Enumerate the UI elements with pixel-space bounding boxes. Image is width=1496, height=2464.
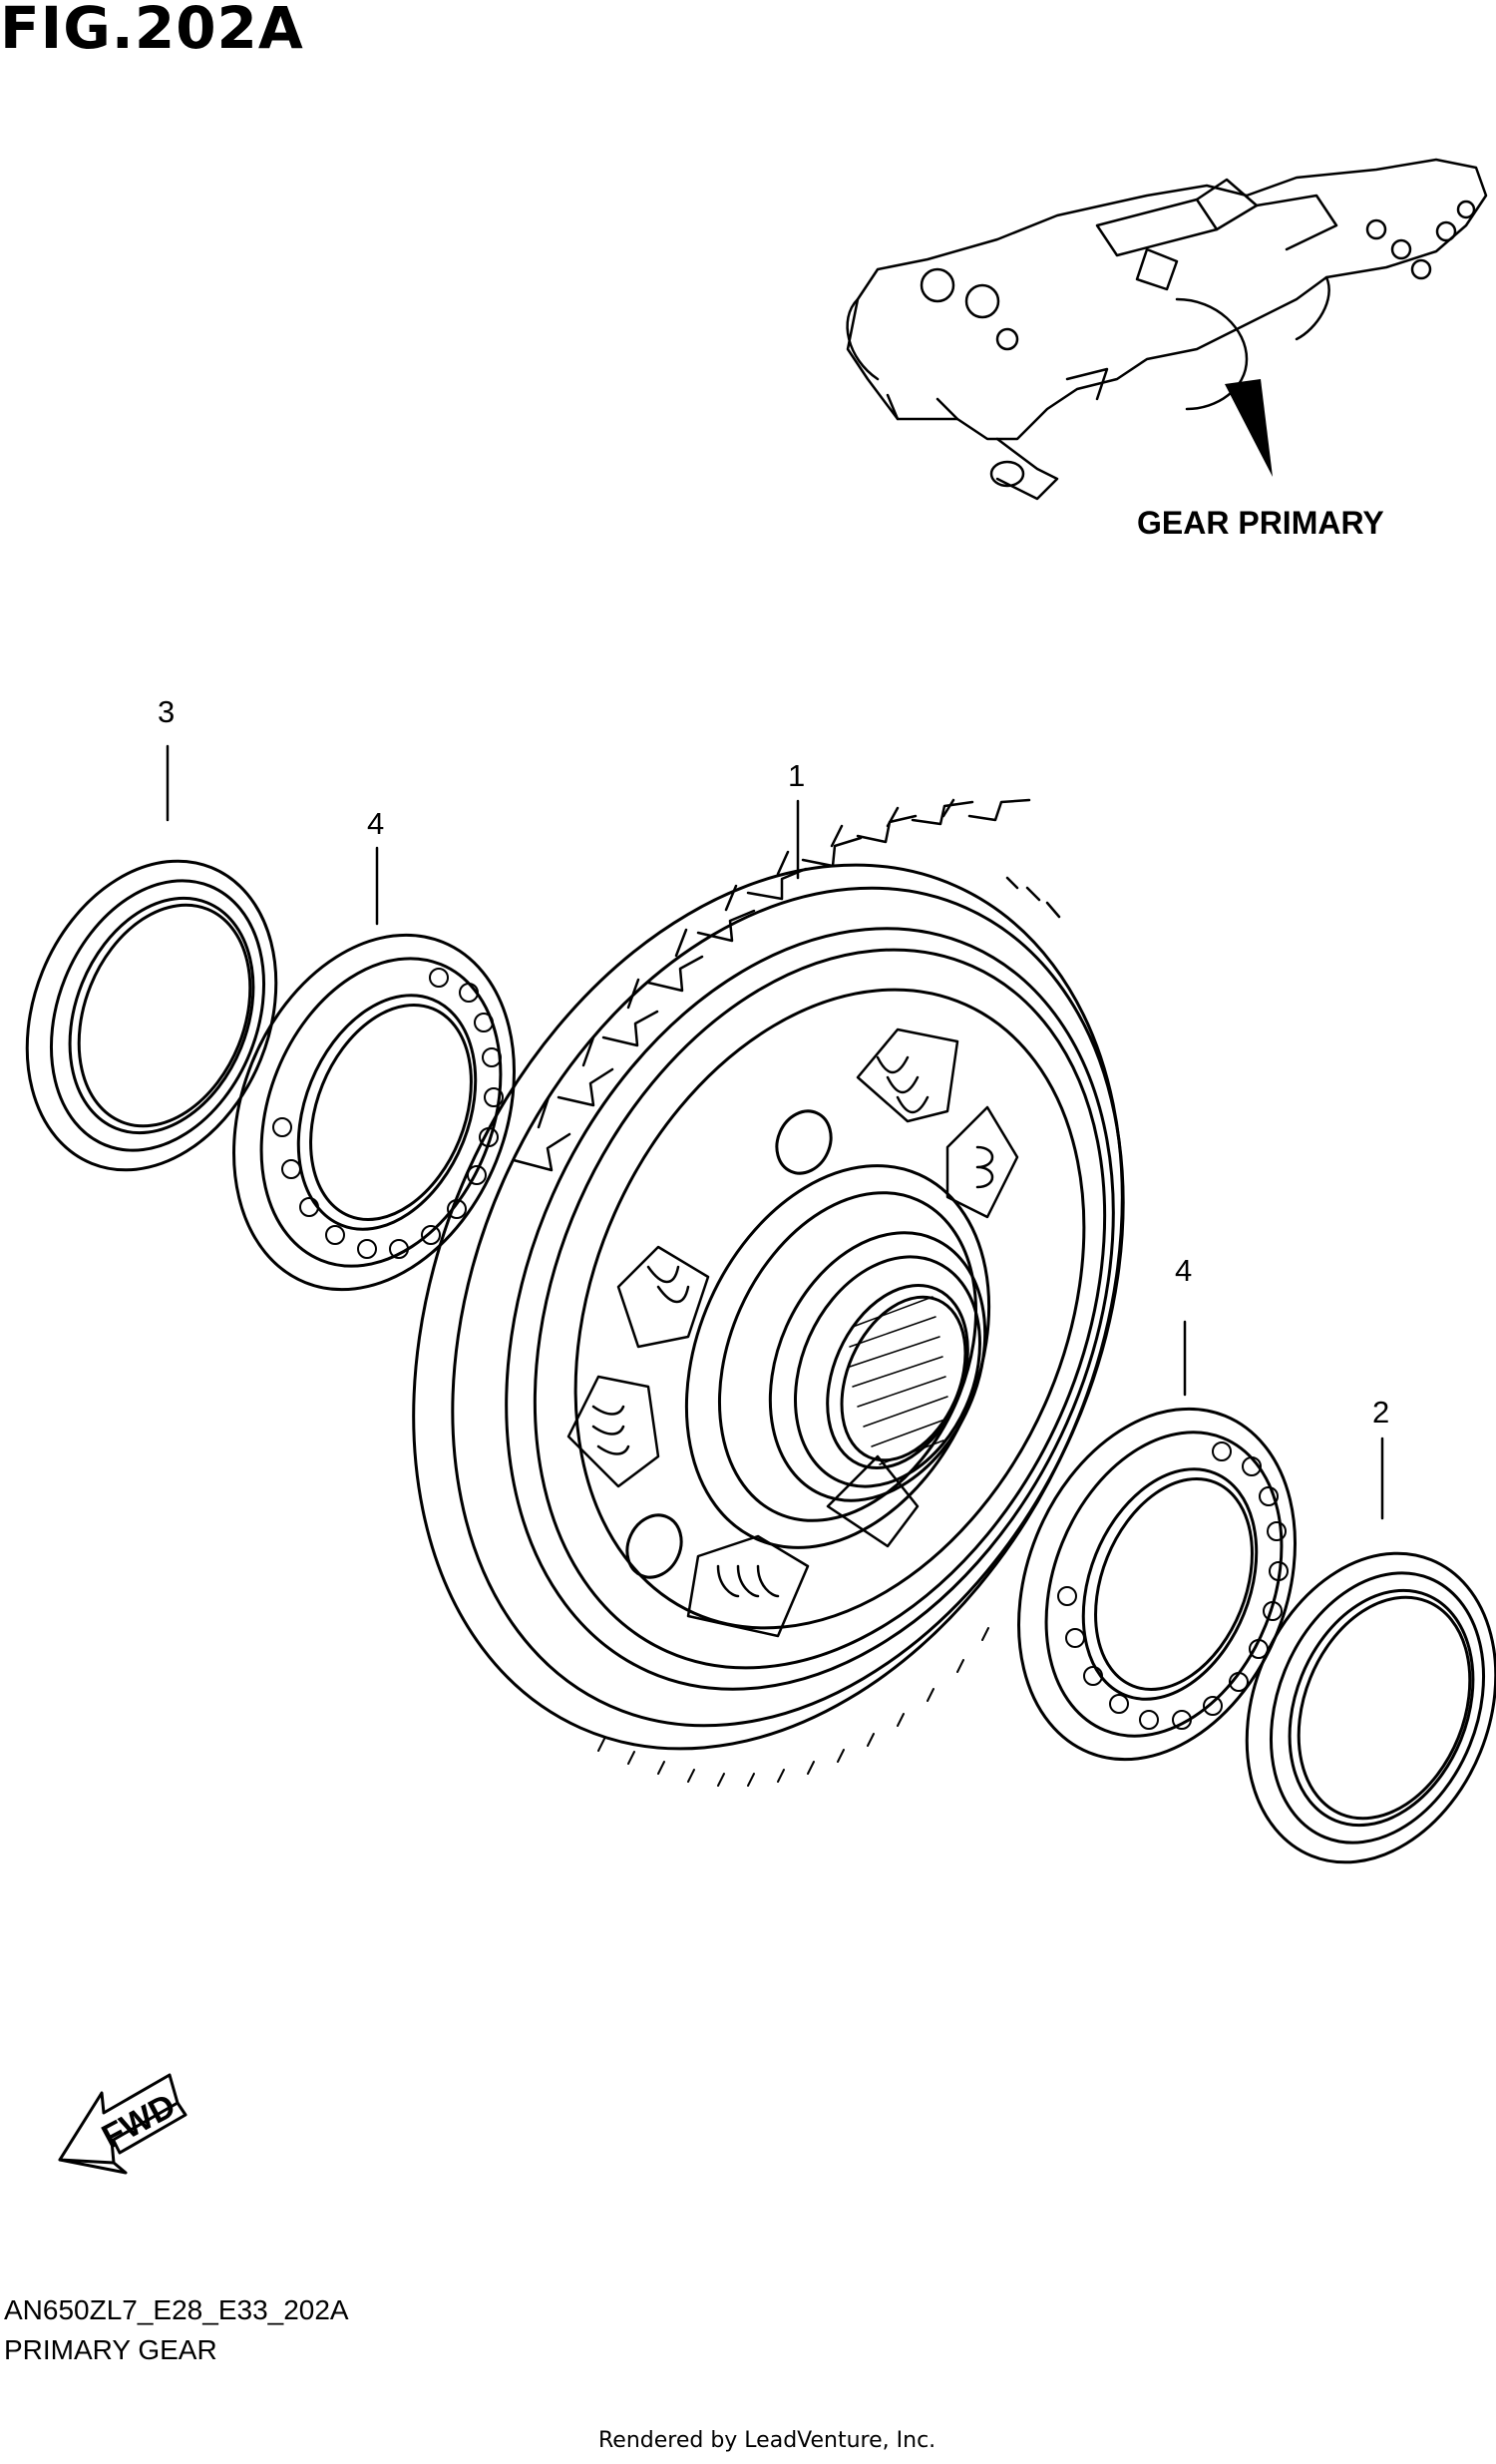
rendered-by-credit: Rendered by LeadVenture, Inc. [598, 2428, 936, 2453]
part-oil-seal-left [25, 859, 278, 1172]
fwd-direction-arrow [58, 2073, 187, 2175]
locator-label: GEAR PRIMARY [1137, 505, 1384, 541]
ref-number-3: 3 [158, 694, 176, 729]
ref-number-4-right: 4 [1175, 1253, 1193, 1288]
part-bearing-right [1017, 1407, 1297, 1762]
engine-locator-illustration [846, 158, 1488, 501]
locator-pointer-arrow [1225, 379, 1273, 477]
ref-number-2: 2 [1372, 1395, 1390, 1430]
part-primary-driven-gear [412, 798, 1125, 1787]
part-oil-seal-right [1245, 1551, 1496, 1864]
diagram-subtitle: PRIMARY GEAR [4, 2334, 217, 2365]
part-bearing-left [232, 933, 516, 1292]
ref-number-1: 1 [788, 758, 806, 793]
figure-title: FIG.202A [0, 0, 304, 62]
ref-number-4-left: 4 [367, 806, 385, 841]
model-code: AN650ZL7_E28_E33_202A [4, 2294, 349, 2325]
